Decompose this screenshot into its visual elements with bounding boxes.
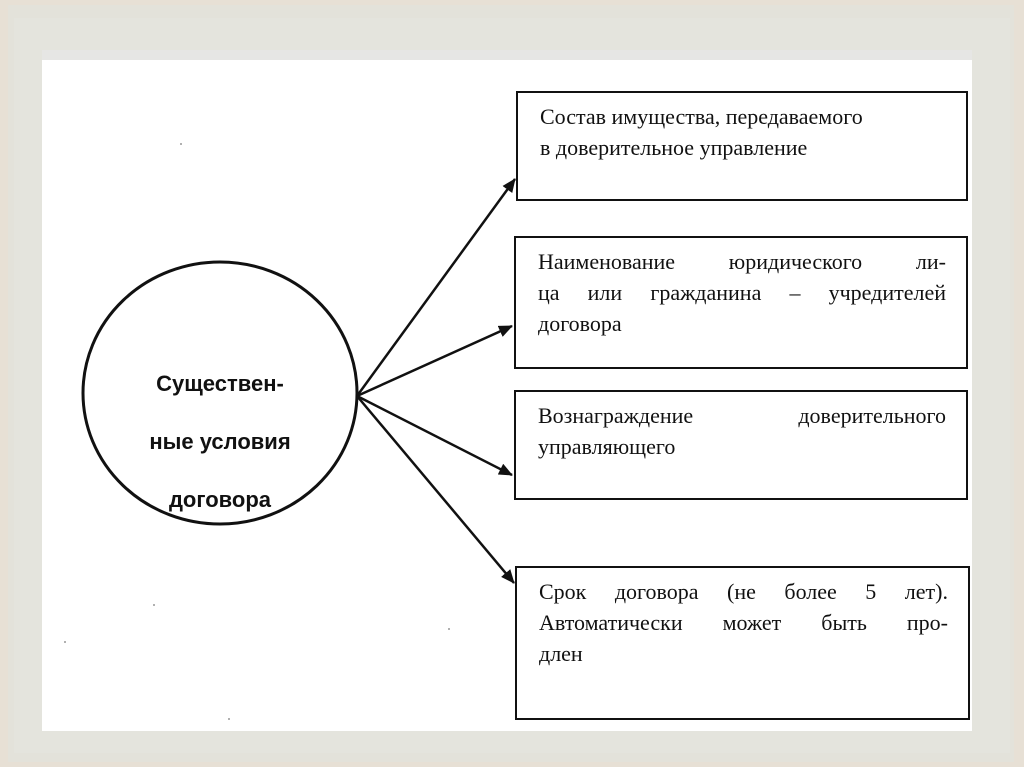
box-text-line: длен (539, 641, 583, 666)
center-node-label: Существен- ные условия договора (100, 340, 340, 543)
box-text-line: ца или гражданина – учредителей (538, 280, 946, 305)
scan-speck (448, 628, 450, 630)
condition-box-term: Срок договора (не более 5 лет). Автомати… (515, 566, 970, 720)
condition-box-remuneration: Вознаграждение доверительного управляюще… (514, 390, 968, 500)
box-text-line: Срок договора (не более 5 лет). (539, 579, 948, 604)
box-text-line: Вознаграждение доверительного (538, 403, 946, 428)
box-text-line: договора (538, 311, 622, 336)
center-node-line: ные условия (149, 429, 291, 454)
condition-box-property: Состав имущества, передаваемого в довери… (516, 91, 968, 201)
scan-speck (228, 718, 230, 720)
scan-speck (64, 641, 66, 643)
arrow-to-box-3 (356, 394, 513, 477)
box-text-line: Наименование юридического ли- (538, 249, 946, 274)
box-text-line: в доверительное управление (540, 135, 808, 160)
arrow-to-box-2 (356, 324, 513, 398)
center-node-circle (81, 260, 359, 526)
box-text-line: управляющего (538, 434, 676, 459)
scan-speck (153, 604, 155, 606)
scan-speck (180, 143, 182, 145)
condition-box-founder: Наименование юридического ли- ца или гра… (514, 236, 968, 369)
box-text-line: Автоматически может быть про- (539, 610, 948, 635)
arrow-to-box-4 (356, 395, 515, 584)
arrow-to-box-1 (355, 178, 517, 397)
center-node-line: договора (168, 487, 272, 512)
center-node-line: Существен- (156, 371, 284, 396)
box-text-line: Состав имущества, передаваемого (540, 104, 863, 129)
